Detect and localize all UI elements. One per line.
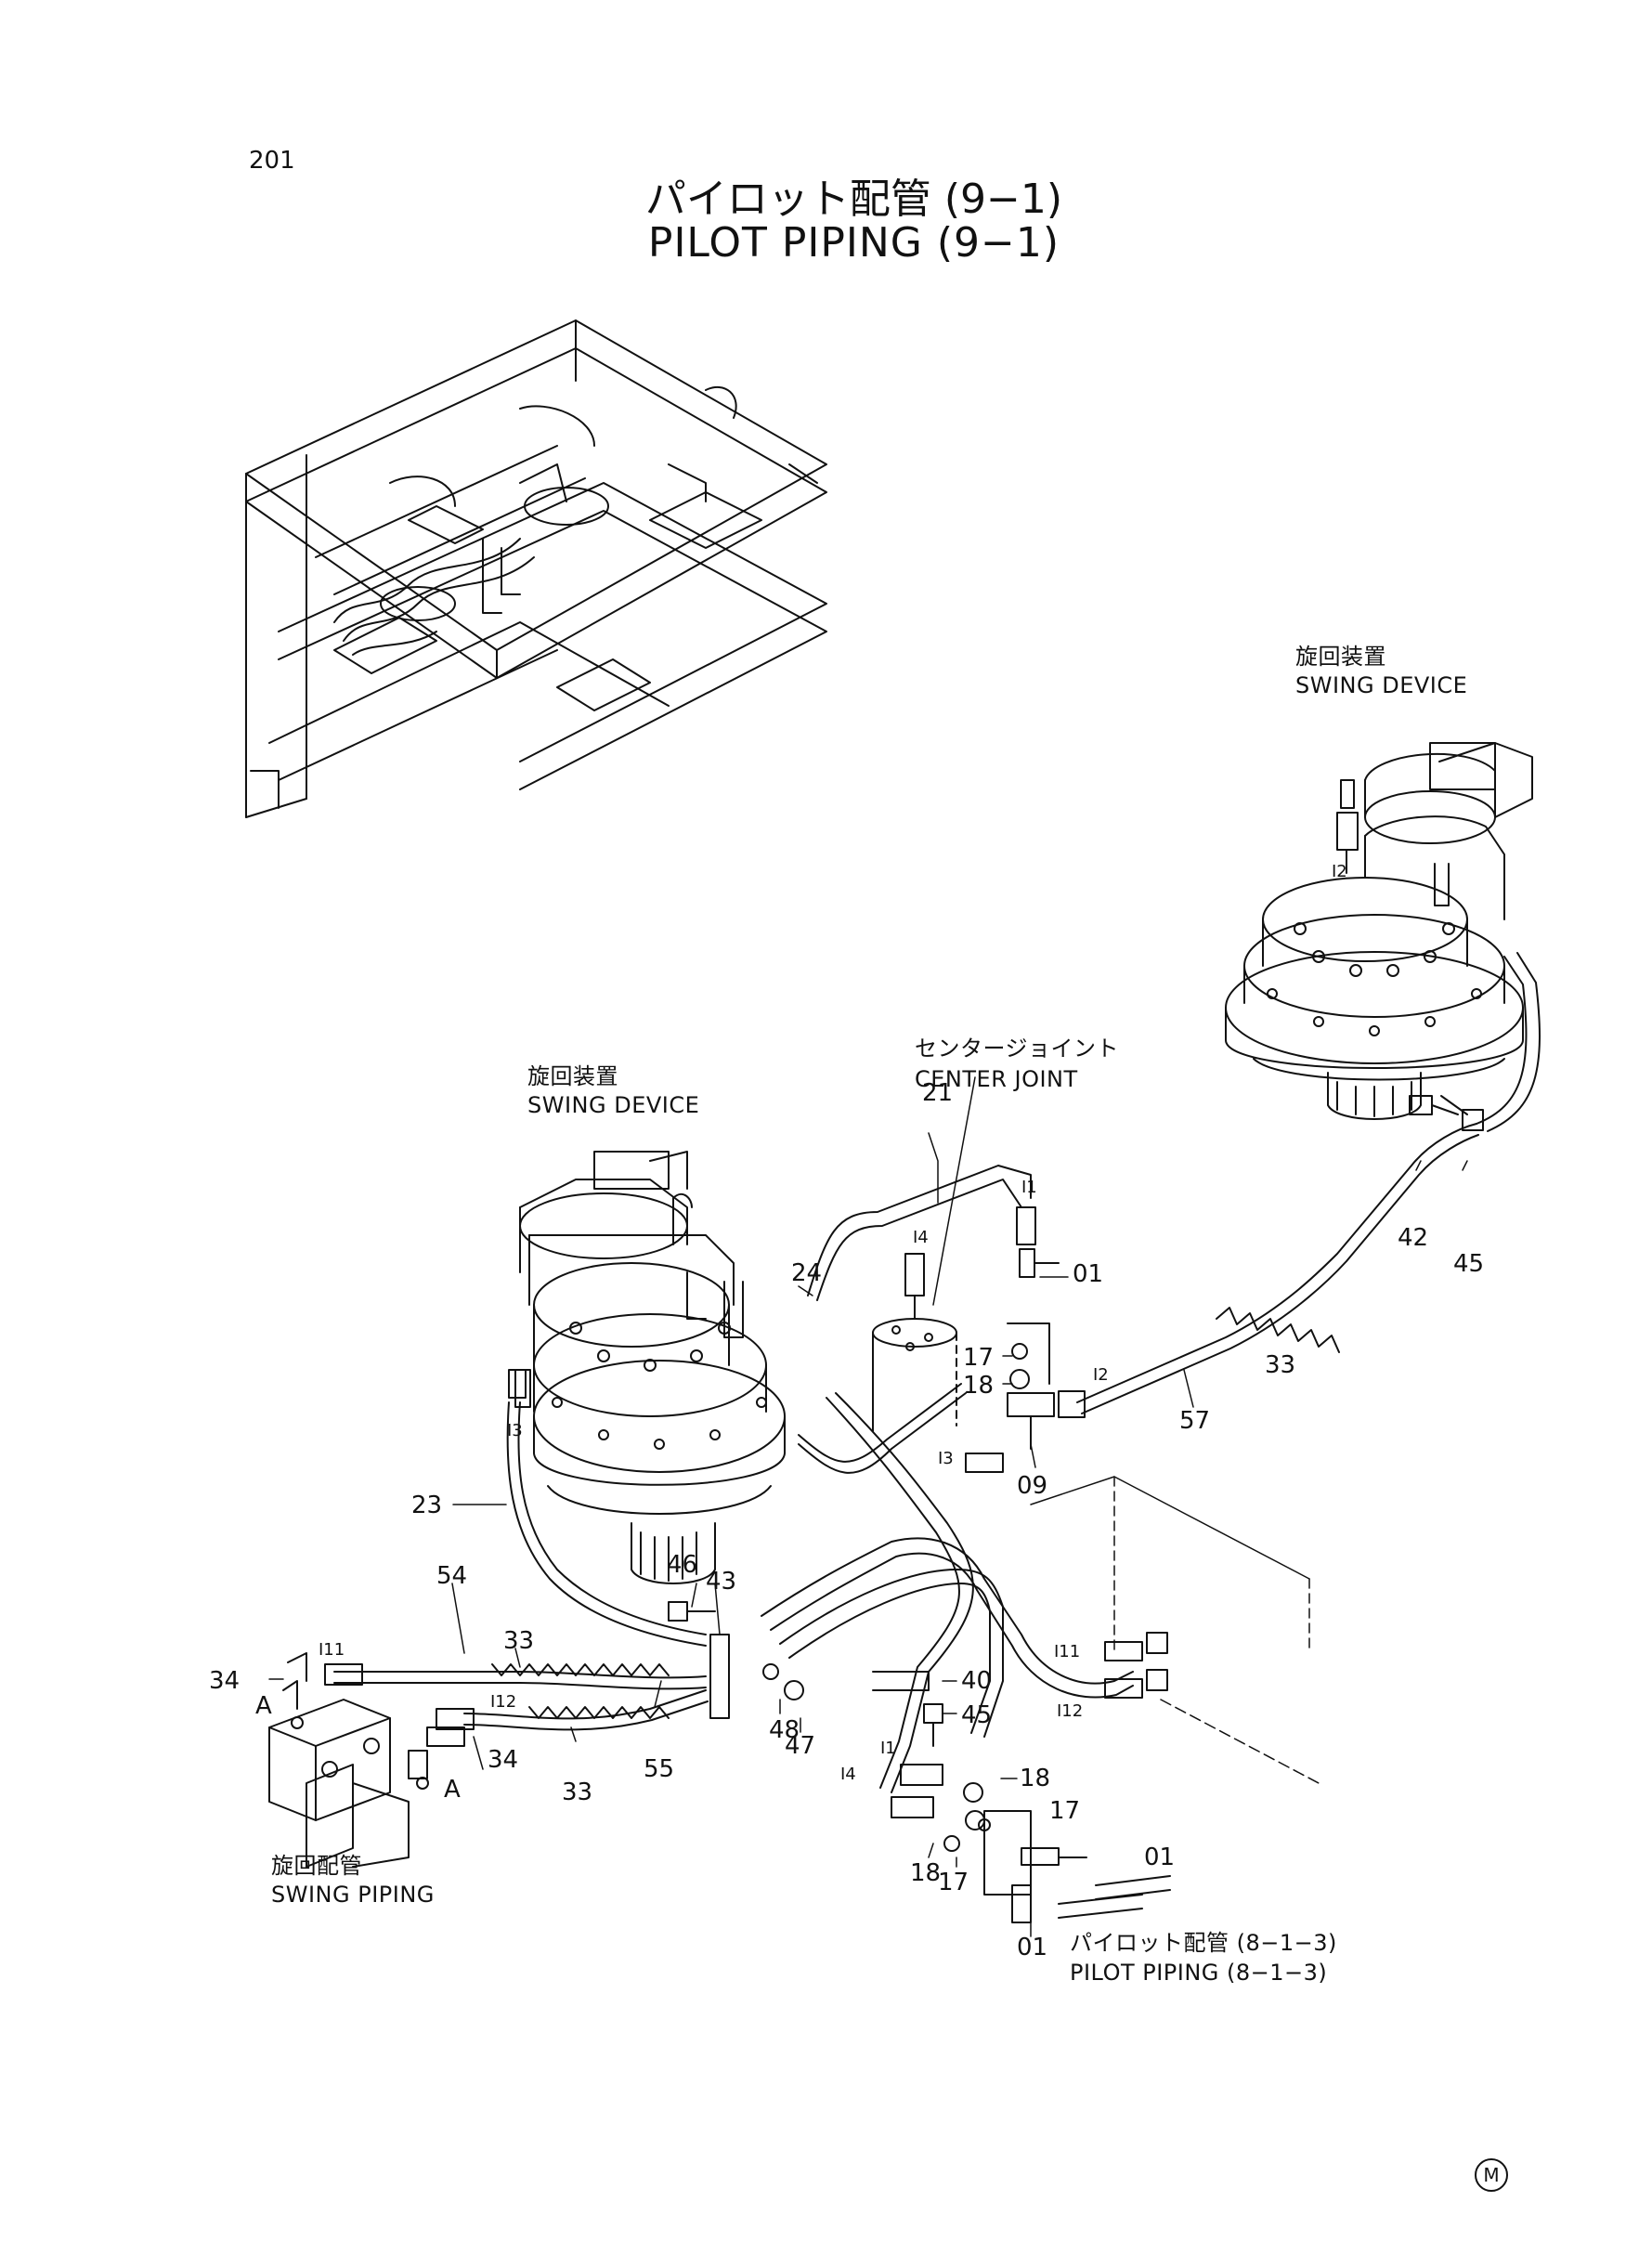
center-joint-en: CENTER JOINT [915,1066,1078,1092]
part-number-17-top: 17 [963,1344,995,1372]
part-number-57: 57 [1179,1407,1211,1435]
part-number-54: 54 [436,1562,468,1590]
part-number-48: 48 [769,1716,800,1744]
port-label-i2-device: I2 [1332,862,1347,881]
part-number-47: 47 [785,1732,816,1760]
port-label-i3-device: I3 [507,1421,523,1440]
swing-device-left-illustration [515,1152,785,1583]
part-number-34-left: 34 [209,1667,241,1695]
part-number-17-mid: 17 [1049,1797,1081,1825]
part-number-01-mid: 01 [1144,1844,1176,1871]
part-number-18-top: 18 [963,1372,995,1400]
part-number-17-bottom: 17 [938,1869,969,1896]
title-japanese: パイロット配管 (9−1) [644,176,1063,223]
part-number-45-center: 45 [961,1701,993,1729]
part-number-33-right: 33 [1265,1351,1296,1379]
port-label-i11-left: I11 [319,1640,345,1660]
part-number-23: 23 [411,1492,443,1519]
pilot-piping-ref-en: PILOT PIPING (8−1−3) [1070,1960,1328,1986]
reference-lines [1031,1477,1319,1783]
center-joint-jp: センタージョイント [915,1036,1120,1062]
center-joint-illustration [873,1319,956,1435]
port-label-i4-top: I4 [913,1228,929,1247]
page-number: 201 [249,147,295,175]
leader-lines [269,1133,1467,1936]
port-label-i3-center: I3 [938,1449,954,1468]
part-number-18-mid: 18 [1020,1765,1051,1792]
swing-device-left-jp: 旋回装置 [527,1063,618,1089]
port-label-i1-top: I1 [1021,1178,1037,1197]
swing-device-right-illustration [1226,743,1532,1119]
pilot-piping-ref-jp: パイロット配管 (8−1−3) [1070,1930,1337,1956]
port-label-i1-bottom: I1 [880,1739,896,1758]
section-mark-a-left: A [255,1692,272,1720]
part-number-55: 55 [644,1755,675,1783]
fittings [269,1096,1483,1922]
part-number-09: 09 [1017,1472,1048,1500]
port-label-i11-right: I11 [1054,1642,1081,1661]
part-number-21: 21 [922,1079,954,1107]
swing-piping-jp: 旋回配管 [271,1853,362,1879]
part-number-45-right: 45 [1453,1250,1485,1278]
part-number-34-right: 34 [488,1746,519,1774]
part-number-43: 43 [706,1568,737,1596]
swing-device-right-en: SWING DEVICE [1295,672,1468,698]
part-number-24: 24 [791,1259,823,1287]
part-number-33-left-top: 33 [503,1627,535,1655]
part-number-01-bottom: 01 [1017,1934,1048,1961]
part-number-01-top: 01 [1073,1260,1104,1288]
swing-piping-en: SWING PIPING [271,1882,435,1908]
part-number-40: 40 [961,1667,993,1695]
pilot-pipes [334,953,1540,1792]
port-label-i4-bottom: I4 [840,1765,856,1784]
section-mark-a-right: A [444,1776,461,1804]
title-english: PILOT PIPING (9−1) [647,219,1060,267]
swing-device-left-en: SWING DEVICE [527,1092,700,1118]
undercarriage-frame-illustration [246,320,826,817]
port-label-i12-right: I12 [1057,1701,1084,1721]
part-number-46: 46 [667,1551,698,1579]
part-number-33-left-bottom: 33 [562,1778,593,1806]
swing-device-right-jp: 旋回装置 [1295,644,1386,670]
port-label-i2-hose: I2 [1093,1365,1109,1385]
part-number-18-bottom: 18 [910,1859,942,1887]
port-label-i12-left: I12 [490,1692,517,1712]
footer-mark: M [1475,2158,1508,2192]
part-number-42: 42 [1398,1224,1429,1252]
